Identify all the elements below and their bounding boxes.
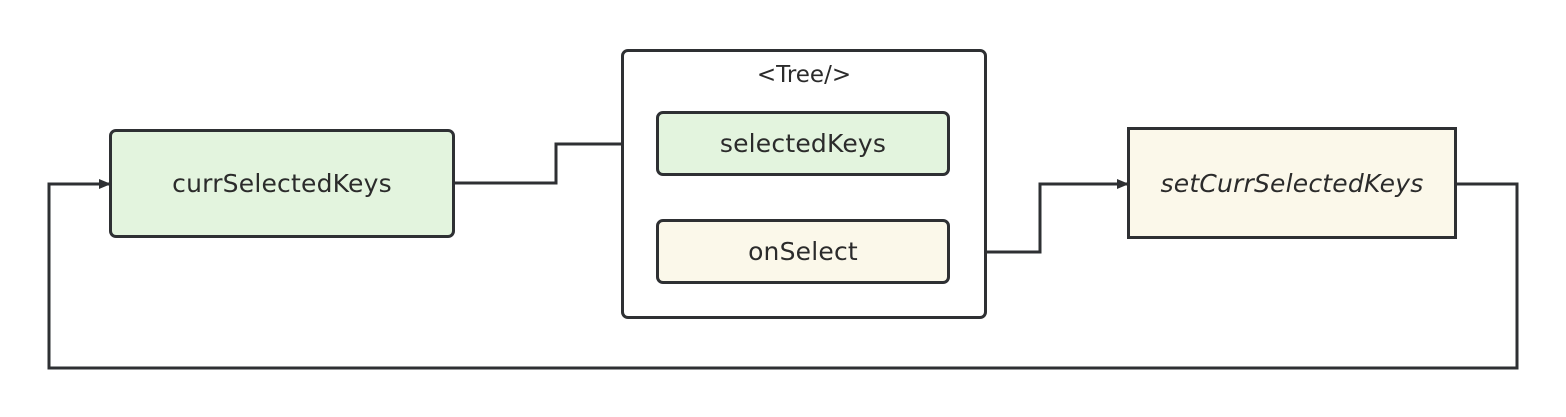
on-select-node: onSelect: [656, 219, 950, 284]
edge-onselect-to-setcurrselectedkeys: [950, 179, 1129, 254]
edge-setcurrselectedkeys-to-currselectedkeys: [47, 179, 1519, 370]
selected-keys-label: selectedKeys: [719, 129, 887, 158]
tree-component-title: <Tree/>: [756, 62, 852, 88]
on-select-label: onSelect: [748, 237, 858, 266]
set-curr-selected-keys-node: setCurrSelectedKeys: [1127, 127, 1457, 239]
edge-currselectedkeys-to-selectedkeys: [455, 139, 658, 185]
selected-keys-node: selectedKeys: [656, 111, 950, 176]
curr-selected-keys-label: currSelectedKeys: [172, 169, 392, 198]
set-curr-selected-keys-label: setCurrSelectedKeys: [1160, 168, 1424, 198]
curr-selected-keys-node: currSelectedKeys: [109, 129, 455, 238]
